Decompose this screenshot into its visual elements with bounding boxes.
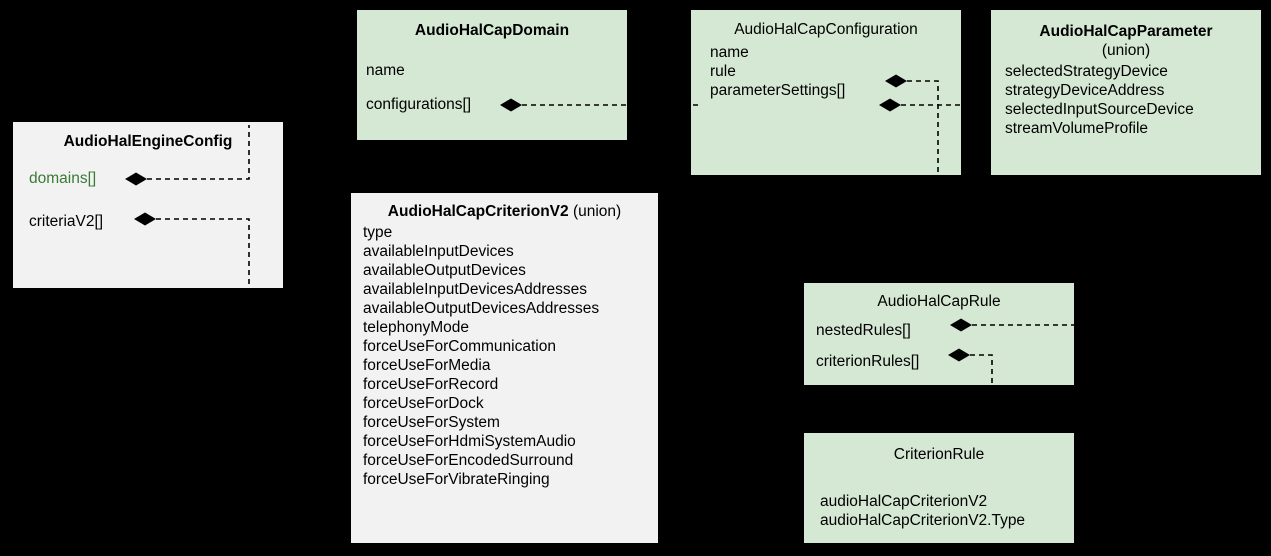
class-box-audio-hal-cap-configuration[interactable]: AudioHalCapConfiguration name rule param…	[691, 10, 961, 175]
class-title-audio-hal-cap-domain: AudioHalCapDomain	[414, 22, 570, 39]
attribute-criterion-rules: criterionRules[]	[816, 353, 920, 370]
attribute-audio-hal-cap-criterion-v2: audioHalCapCriterionV2	[820, 493, 988, 510]
class-title-audio-hal-cap-criterion-v2: AudioHalCapCriterionV2 (union)	[351, 202, 658, 221]
attribute-nested-rules: nestedRules[]	[816, 322, 911, 339]
attribute-force-use-for-communication: forceUseForCommunication	[363, 338, 556, 355]
class-title-audio-hal-cap-parameter: AudioHalCapParameter	[1039, 23, 1213, 40]
class-subtitle-union: (union)	[1101, 42, 1151, 59]
class-title-audio-hal-cap-rule: AudioHalCapRule	[877, 293, 1001, 310]
attribute-stream-volume-profile: streamVolumeProfile	[1005, 120, 1149, 137]
attribute-force-use-for-dock: forceUseForDock	[363, 395, 484, 412]
attribute-selected-strategy-device: selectedStrategyDevice	[1005, 63, 1168, 80]
class-box-audio-hal-engine-config[interactable]: AudioHalEngineConfig domains[] criteriaV…	[13, 122, 283, 288]
attribute-audio-hal-cap-criterion-v2-type: audioHalCapCriterionV2.Type	[820, 512, 1026, 529]
attribute-force-use-for-encoded-surround: forceUseForEncodedSurround	[363, 452, 574, 469]
attribute-criteria-v2: criteriaV2[]	[29, 213, 104, 230]
attribute-available-output-devices-addresses: availableOutputDevicesAddresses	[363, 300, 600, 317]
class-title-audio-hal-cap-configuration: AudioHalCapConfiguration	[734, 21, 918, 38]
attribute-force-use-for-hdmi-system-audio: forceUseForHdmiSystemAudio	[363, 433, 576, 450]
class-box-audio-hal-cap-criterion-v2[interactable]: AudioHalCapCriterionV2 (union) type avai…	[351, 193, 658, 543]
attribute-domains: domains[]	[29, 170, 97, 187]
class-title-criterion-rule: CriterionRule	[893, 446, 985, 463]
attribute-available-input-devices: availableInputDevices	[363, 243, 514, 260]
attribute-telephony-mode: telephonyMode	[363, 319, 469, 336]
attribute-strategy-device-address: strategyDeviceAddress	[1005, 82, 1165, 99]
attribute-type: type	[363, 224, 393, 241]
attribute-name: name	[366, 62, 405, 79]
class-title-union-suffix: (union)	[572, 203, 622, 220]
attribute-rule: rule	[710, 63, 736, 80]
class-title-audio-hal-engine-config: AudioHalEngineConfig	[63, 133, 233, 150]
attribute-selected-input-source-device: selectedInputSourceDevice	[1005, 101, 1194, 118]
attribute-available-input-devices-addresses: availableInputDevicesAddresses	[363, 281, 588, 298]
attribute-force-use-for-vibrate-ringing: forceUseForVibrateRinging	[363, 471, 550, 488]
attribute-force-use-for-system: forceUseForSystem	[363, 414, 500, 431]
attribute-available-output-devices: availableOutputDevices	[363, 262, 526, 279]
class-box-audio-hal-cap-domain[interactable]: AudioHalCapDomain name configurations[]	[357, 10, 627, 140]
class-box-audio-hal-cap-parameter[interactable]: AudioHalCapParameter (union) selectedStr…	[991, 10, 1261, 175]
class-title-text: AudioHalCapCriterionV2	[387, 203, 569, 220]
class-box-criterion-rule[interactable]: CriterionRule audioHalCapCriterionV2 aud…	[804, 433, 1074, 543]
attribute-name: name	[710, 44, 749, 61]
attribute-parameter-settings: parameterSettings[]	[710, 82, 846, 99]
attribute-force-use-for-record: forceUseForRecord	[363, 376, 499, 393]
attribute-force-use-for-media: forceUseForMedia	[363, 357, 491, 374]
class-box-audio-hal-cap-rule[interactable]: AudioHalCapRule nestedRules[] criterionR…	[804, 283, 1074, 385]
attribute-configurations: configurations[]	[366, 96, 472, 113]
